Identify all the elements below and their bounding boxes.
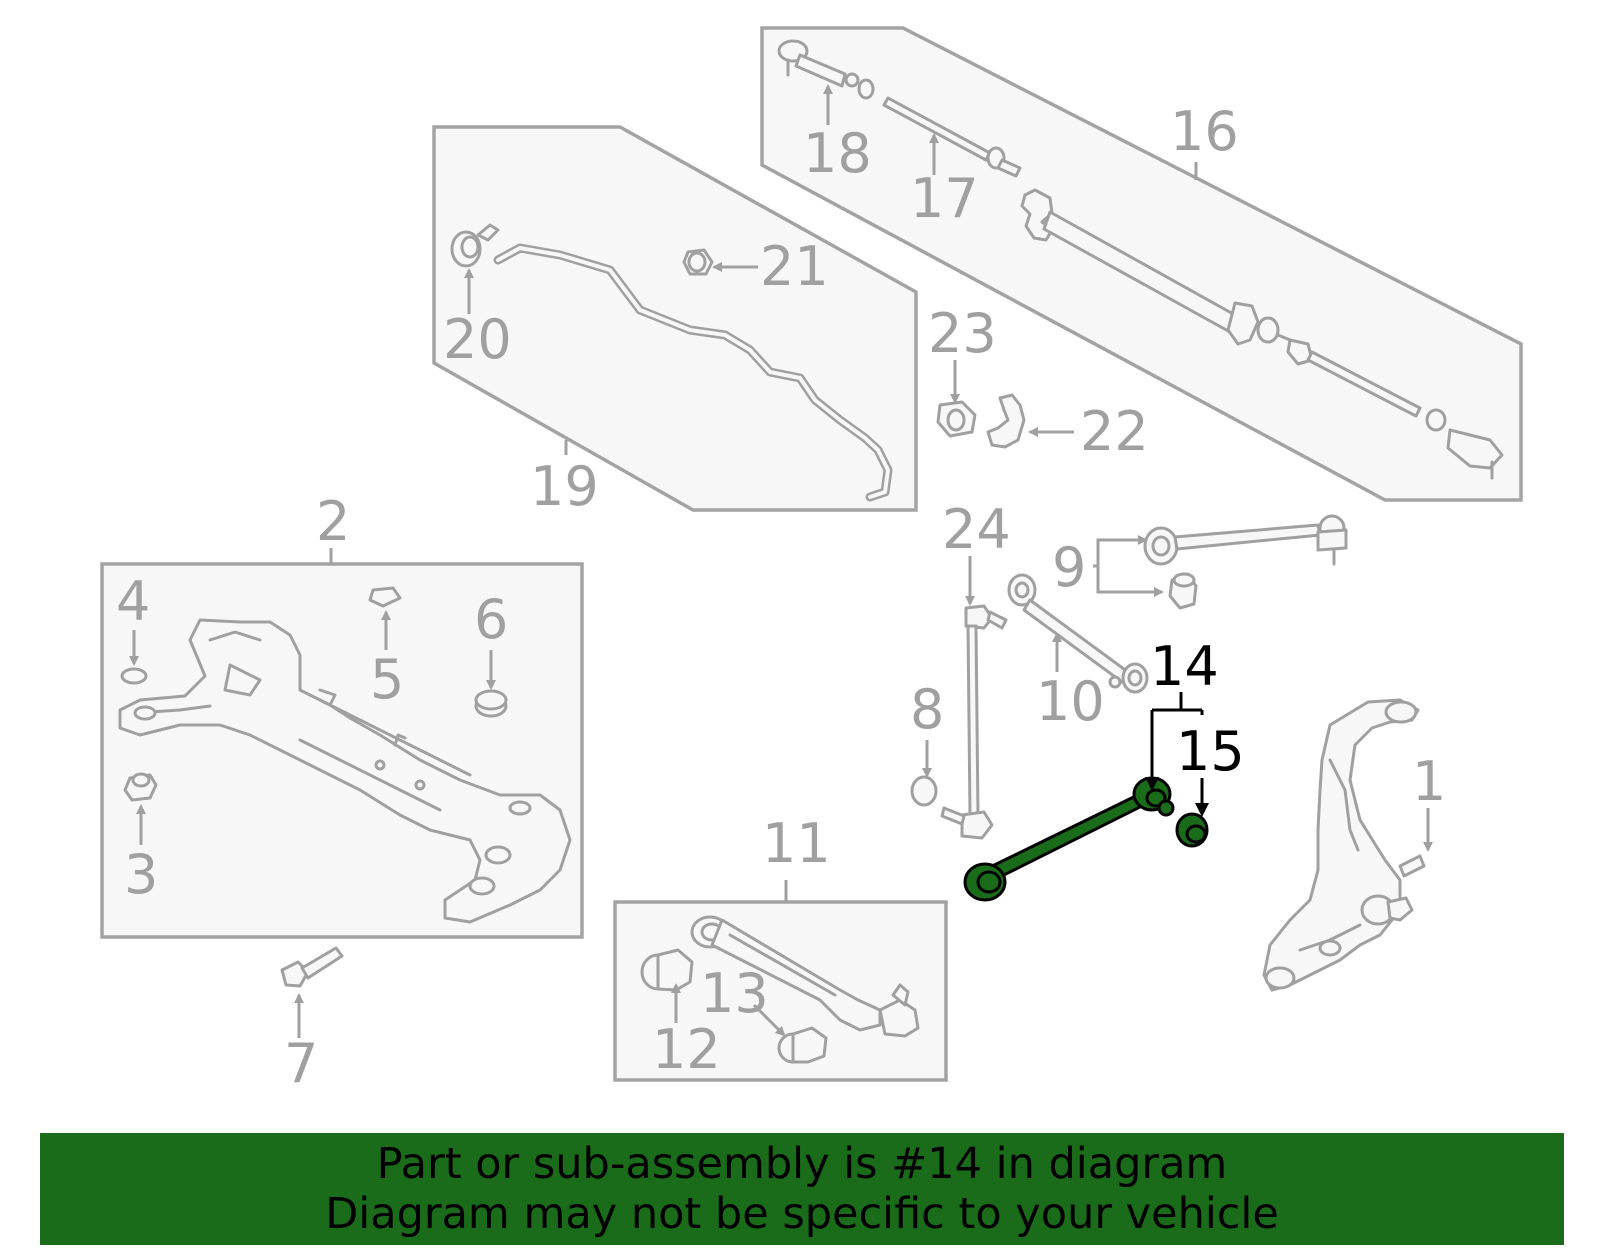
callout-15[interactable]: 15 (1176, 720, 1245, 783)
steering-knuckle[interactable] (1262, 698, 1426, 992)
tie-rod-assembly-group: 16 18 17 (760, 26, 1523, 502)
callout-19[interactable]: 19 (530, 455, 599, 518)
callout-18[interactable]: 18 (803, 122, 872, 185)
lower-control-arm[interactable] (690, 915, 920, 1038)
callout-3[interactable]: 3 (124, 843, 158, 906)
callout-6[interactable]: 6 (474, 588, 508, 651)
plug[interactable] (368, 586, 402, 608)
crossmember-group: 2 4 5 (100, 490, 584, 939)
callout-4[interactable]: 4 (116, 570, 150, 633)
trailing-arm-bushing-highlighted[interactable] (1175, 812, 1209, 848)
control-arm-bushing-front[interactable] (640, 948, 694, 992)
callout-21[interactable]: 21 (760, 235, 829, 298)
steering-rack-housing[interactable] (1020, 188, 1504, 480)
lower-control-arm-group: 11 12 13 (613, 812, 948, 1082)
rear-crossmember[interactable] (118, 618, 572, 924)
stabilizer-link[interactable] (940, 604, 1008, 840)
outer-tie-rod-end[interactable] (777, 39, 875, 100)
stabilizer-bar-bushing[interactable] (936, 400, 977, 438)
callout-5[interactable]: 5 (370, 648, 404, 711)
upper-control-arm[interactable] (1143, 514, 1348, 610)
callout-2[interactable]: 2 (316, 490, 350, 553)
callout-20[interactable]: 20 (443, 308, 512, 371)
trailing-arm-highlighted[interactable] (963, 776, 1175, 902)
callout-23[interactable]: 23 (928, 302, 997, 365)
nut[interactable] (123, 772, 158, 802)
lateral-arm[interactable] (1007, 573, 1149, 694)
control-arm-bushing-rear[interactable] (777, 1026, 828, 1064)
stabilizer-bar-group: 19 20 21 (432, 125, 918, 518)
callout-8[interactable]: 8 (910, 678, 944, 741)
bolt[interactable] (280, 946, 344, 988)
callout-22[interactable]: 22 (1080, 400, 1149, 463)
callout-13[interactable]: 13 (700, 962, 769, 1025)
callout-16[interactable]: 16 (1170, 100, 1239, 163)
callout-9[interactable]: 9 (1052, 536, 1086, 599)
cap[interactable] (474, 689, 508, 718)
callout-24[interactable]: 24 (942, 498, 1011, 561)
callout-11[interactable]: 11 (762, 812, 831, 875)
callout-17[interactable]: 17 (910, 167, 979, 230)
banner-line-1: Part or sub-assembly is #14 in diagram (376, 1139, 1228, 1189)
stabilizer-bar-bracket[interactable] (986, 393, 1026, 449)
info-banner: Part or sub-assembly is #14 in diagram D… (40, 1133, 1564, 1245)
callout-10[interactable]: 10 (1036, 670, 1105, 733)
group-box-19 (432, 125, 918, 512)
inner-tie-rod[interactable] (882, 96, 1022, 178)
stabilizer-bushing[interactable] (682, 248, 714, 276)
callout-7[interactable]: 7 (284, 1032, 318, 1095)
callout-14[interactable]: 14 (1150, 635, 1219, 698)
washer[interactable] (120, 667, 148, 685)
stabilizer-link-clamp[interactable] (450, 223, 500, 268)
callout-12[interactable]: 12 (652, 1018, 721, 1081)
callout-1[interactable]: 1 (1412, 750, 1446, 813)
stabilizer-link-washer[interactable] (910, 775, 938, 807)
banner-line-2: Diagram may not be specific to your vehi… (325, 1189, 1279, 1239)
